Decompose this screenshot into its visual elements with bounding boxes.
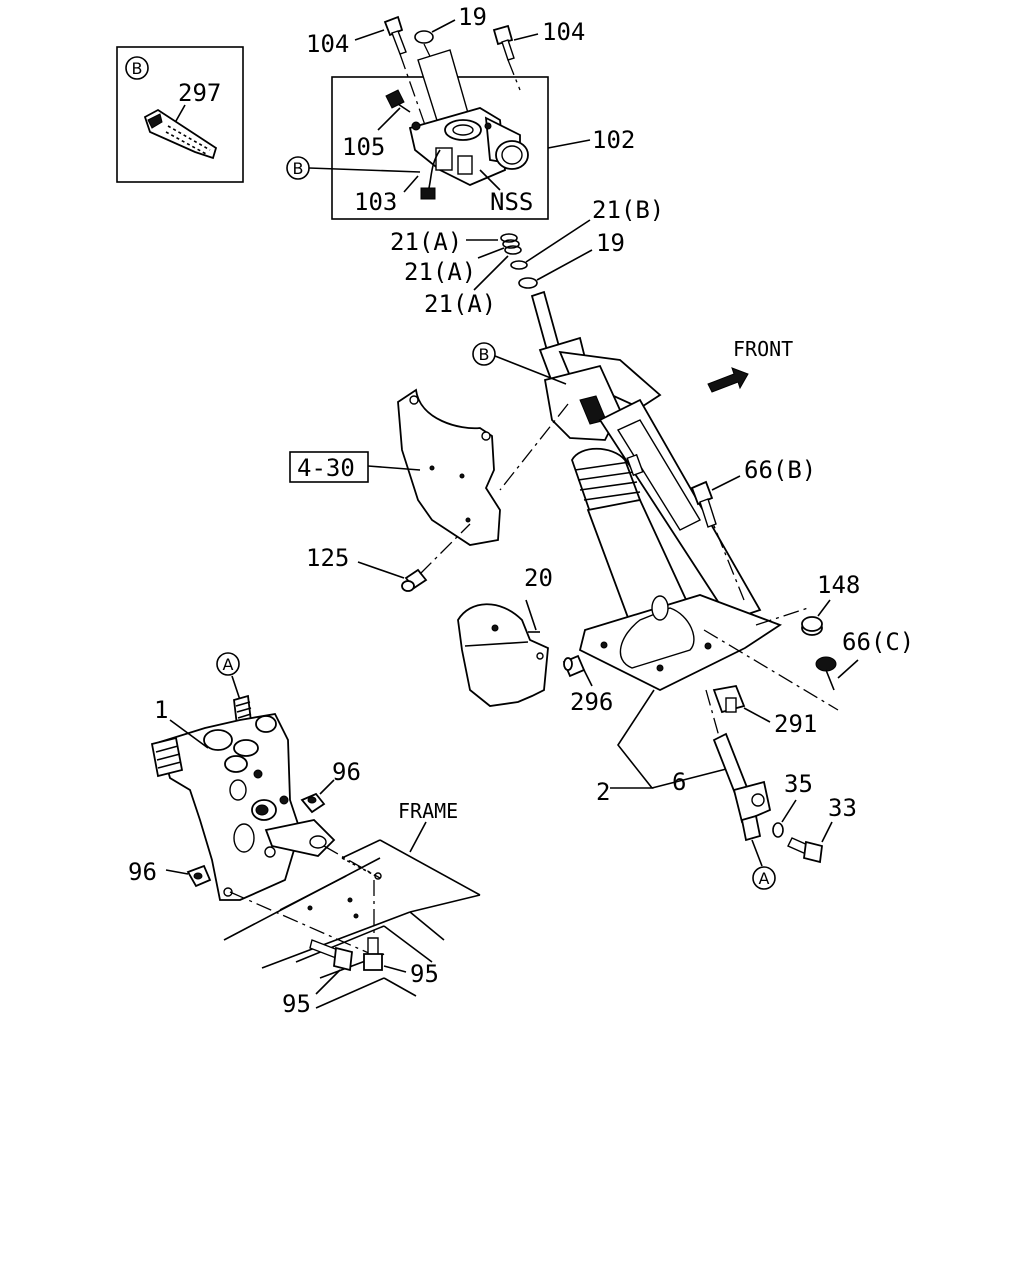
bolt-95-right-icon [363, 937, 383, 971]
label-21a-3: 21(A) [424, 290, 496, 318]
label-105: 105 [342, 133, 385, 161]
cable-tie-clip-icon [143, 108, 218, 160]
front-arrow-icon [707, 367, 749, 393]
intermediate-shaft-6-icon [712, 732, 772, 842]
label-104-right: 104 [542, 18, 585, 46]
washer-21b-icon [510, 260, 528, 270]
washer-35-icon [772, 822, 784, 838]
callout-b-column: B [479, 345, 490, 364]
label-1: 1 [154, 696, 168, 724]
label-104-left: 104 [306, 30, 349, 58]
label-front: FRONT [733, 337, 793, 361]
nut-96-left-icon [186, 864, 212, 888]
lower-cover-20-icon [457, 603, 549, 707]
label-297: 297 [178, 79, 221, 107]
vehicle-frame-outline [223, 839, 481, 1009]
ring-19-bottom-icon [518, 277, 538, 289]
label-19-top: 19 [458, 3, 487, 31]
callout-a-left: A [223, 655, 234, 674]
label-66b: 66(B) [744, 456, 816, 484]
label-95-right: 95 [410, 960, 439, 988]
label-21b: 21(B) [592, 196, 664, 224]
label-148: 148 [817, 571, 860, 599]
label-96-left: 96 [128, 858, 157, 886]
label-21a-1: 21(A) [390, 228, 462, 256]
washer-21a-1-icon [500, 233, 518, 243]
label-296: 296 [570, 688, 613, 716]
label-291: 291 [774, 710, 817, 738]
label-4-30: 4-30 [297, 454, 355, 482]
bolt-104-left-icon [383, 15, 407, 55]
connector-103-icon [420, 187, 436, 200]
label-103: 103 [354, 188, 397, 216]
label-20: 20 [524, 564, 553, 592]
steering-gearbox-icon [150, 694, 336, 901]
label-35: 35 [784, 770, 813, 798]
clip-291-icon [712, 684, 746, 714]
washer-21a-3-icon [504, 245, 522, 255]
label-6: 6 [672, 768, 686, 796]
screw-66c-icon [815, 656, 837, 691]
washer-21a-2-icon [502, 239, 520, 249]
steering-lock-body-icon [408, 49, 529, 186]
label-96-right: 96 [332, 758, 361, 786]
label-95-left: 95 [282, 990, 311, 1018]
label-nss: NSS [490, 188, 533, 216]
inset-detail-b: B 297 [116, 46, 244, 183]
clip-296-icon [562, 654, 586, 678]
box-102-assembly: 102 104 104 19 [286, 3, 635, 220]
washer-stack: 21(A) 21(A) 21(A) 21(B) 19 [390, 196, 664, 318]
bolt-66b-icon [690, 480, 717, 528]
label-33: 33 [828, 794, 857, 822]
label-102: 102 [592, 126, 635, 154]
bolt-104-right-icon [492, 24, 515, 61]
inset-callout-b: B [132, 59, 143, 78]
bolt-95-left-icon [309, 939, 353, 972]
nut-96-top-icon [300, 792, 326, 814]
ring-19-top-icon [414, 30, 434, 44]
label-19-bottom: 19 [596, 229, 625, 257]
column-cover-icon [397, 388, 501, 546]
steering-column-icon [530, 290, 782, 692]
label-2: 2 [596, 778, 610, 806]
callout-a-right: A [759, 869, 770, 888]
nut-148-icon [801, 616, 823, 636]
label-125: 125 [306, 544, 349, 572]
callout-b-box: B [293, 159, 304, 178]
label-66c: 66(C) [842, 628, 914, 656]
screw-105-icon [385, 89, 411, 113]
label-frame: FRAME [398, 799, 458, 823]
clip-125-icon [401, 568, 428, 592]
label-21a-2: 21(A) [404, 258, 476, 286]
bolt-33-icon [787, 837, 823, 864]
